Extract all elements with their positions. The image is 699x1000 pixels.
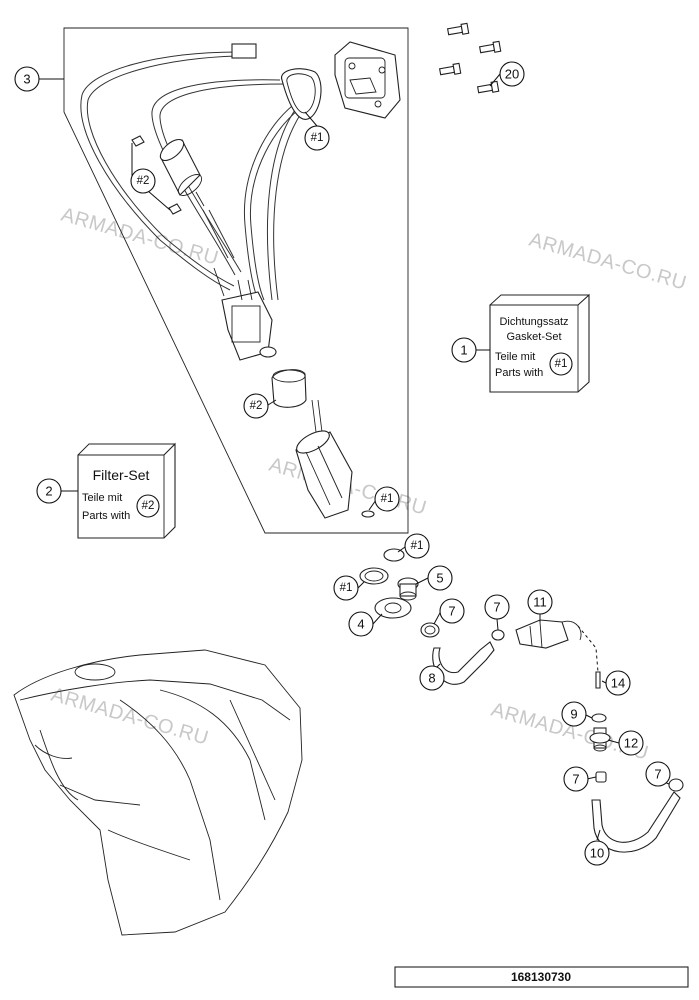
nipple-12	[589, 727, 611, 752]
hose-clamp-7a	[420, 622, 440, 638]
callout-7-c: 7	[563, 766, 589, 792]
callout-11: 11	[527, 589, 553, 615]
flange-gasket	[281, 68, 322, 120]
callout-3: 3	[14, 66, 40, 92]
quick-connector-11	[515, 619, 582, 649]
svg-text:11: 11	[533, 595, 547, 610]
callout-7-b: 7	[484, 594, 510, 620]
ref-callout-2-sleeve: #2	[243, 393, 269, 419]
svg-text:#2: #2	[137, 175, 150, 187]
watermark-5: ARMADA-CO.RU	[49, 684, 211, 750]
gasket-set-title-en: Gasket-Set	[506, 331, 561, 343]
callout-2: 2	[36, 478, 62, 504]
ref-callout-1-flange: #1	[304, 125, 330, 151]
fuel-tank	[13, 649, 303, 936]
callout-10: 10	[584, 840, 610, 866]
fuel-pump-assembly-outline	[63, 27, 409, 534]
hose-clamp-7b	[491, 629, 505, 641]
callout-7-d: 7	[645, 761, 671, 787]
hose-clamp-7d	[668, 778, 684, 792]
watermark-1: ARMADA-CO.RU	[59, 204, 221, 270]
pin-14	[595, 671, 601, 689]
callout-8: 8	[419, 665, 445, 691]
connector-nipple	[397, 577, 419, 601]
filter-set-ref-2: #2	[136, 494, 160, 518]
pump-flange	[334, 41, 401, 119]
pump-seal-ring	[361, 510, 375, 518]
part-number-box: 168130730	[394, 966, 689, 988]
svg-text:14: 14	[611, 676, 625, 691]
gasket-set-line2: Parts with	[495, 367, 543, 379]
ref-callout-1-washer: #1	[333, 575, 359, 601]
svg-text:12: 12	[624, 736, 638, 751]
gasket-set-box: Dichtungssatz Gasket-Set Teile mit Parts…	[489, 293, 590, 393]
gasket-set-title-de: Dichtungssatz	[499, 316, 568, 328]
watermark-2: ARMADA-CO.RU	[527, 229, 689, 295]
filter-set-title: Filter-Set	[93, 467, 150, 483]
fuel-filter	[131, 135, 205, 215]
o-ring-large	[359, 567, 389, 585]
ref-callout-1-pump: #1	[374, 486, 400, 512]
fuel-pump-body	[295, 399, 353, 519]
fuel-hose-8	[432, 641, 495, 685]
callout-7-a: 7	[439, 598, 465, 624]
fuel-pump-wiring	[80, 43, 307, 301]
svg-text:7: 7	[654, 767, 661, 782]
svg-text:4: 4	[357, 617, 364, 632]
filter-set-box: Filter-Set Teile mit Parts with #2	[77, 442, 176, 539]
gasket-set-line1: Teile mit	[495, 351, 535, 363]
svg-text:#1: #1	[555, 358, 568, 370]
dashed-line	[577, 625, 599, 673]
filter-set-line2: Parts with	[82, 510, 130, 522]
filter-set-line1: Teile mit	[82, 492, 122, 504]
wiring-connector	[231, 43, 257, 59]
gasket-set-ref-1: #1	[549, 352, 573, 376]
callout-1: 1	[451, 337, 477, 363]
part-number: 168130730	[511, 970, 571, 984]
callout-5: 5	[427, 565, 453, 591]
hose-clamp-7c	[595, 771, 607, 783]
svg-text:#2: #2	[250, 400, 263, 412]
callout-9: 9	[561, 701, 587, 727]
svg-text:20: 20	[505, 67, 519, 82]
svg-text:#1: #1	[411, 540, 424, 552]
svg-text:7: 7	[572, 772, 579, 787]
callout-12: 12	[618, 730, 644, 756]
svg-text:1: 1	[460, 343, 467, 358]
svg-text:8: 8	[428, 671, 435, 686]
svg-text:#1: #1	[381, 493, 394, 505]
o-ring-small	[383, 548, 405, 562]
svg-text:#1: #1	[340, 582, 353, 594]
fuel-hose-10	[591, 791, 681, 853]
pump-head	[213, 267, 277, 361]
seal-washer	[374, 597, 412, 619]
svg-text:9: 9	[570, 707, 577, 722]
bolts-set	[438, 22, 502, 94]
svg-text:2: 2	[45, 484, 52, 499]
svg-text:3: 3	[23, 72, 30, 87]
callout-20: 20	[499, 61, 525, 87]
svg-text:10: 10	[590, 846, 604, 861]
svg-text:7: 7	[448, 604, 455, 619]
ref-callout-2-filter: #2	[130, 168, 156, 194]
o-ring-9	[591, 713, 607, 723]
svg-text:#2: #2	[142, 500, 155, 512]
callout-4: 4	[348, 611, 374, 637]
svg-text:#1: #1	[311, 132, 324, 144]
svg-text:7: 7	[493, 600, 500, 615]
callout-14: 14	[605, 670, 631, 696]
pump-sleeve	[271, 369, 307, 408]
svg-text:5: 5	[436, 571, 443, 586]
ref-callout-1-oring: #1	[404, 533, 430, 559]
